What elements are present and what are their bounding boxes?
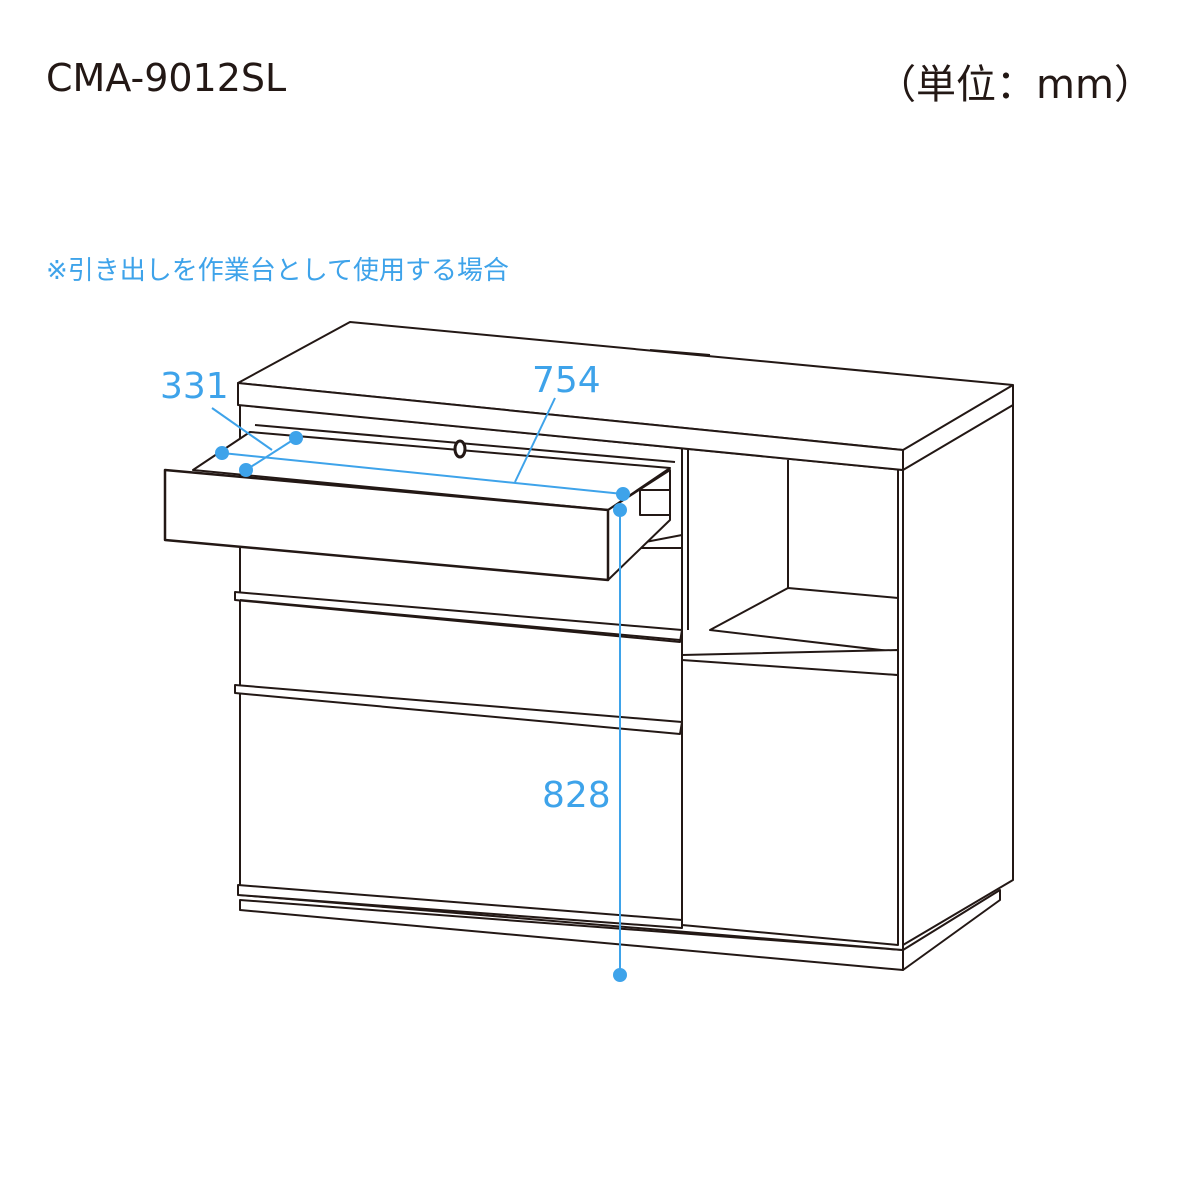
- width-label: 754: [532, 360, 601, 401]
- bottom-edge: [237, 884, 683, 929]
- depth-label: 331: [160, 366, 229, 407]
- height-label: 828: [542, 775, 611, 816]
- model-number: CMA-9012SL: [46, 56, 287, 100]
- pulled-drawer-front: [163, 468, 610, 582]
- usage-note: ※引き出しを作業台として使用する場合: [46, 256, 510, 286]
- right-door: [681, 654, 899, 946]
- top-front-edge: [237, 382, 904, 471]
- depth-dimension-line: [245, 437, 297, 471]
- side-panel: [902, 404, 1014, 946]
- width-dimension-line: [221, 452, 624, 495]
- unit-label: （単位：mm）: [876, 62, 1154, 108]
- width-leader: [514, 397, 556, 483]
- drawer-3: [234, 684, 683, 735]
- depth-leader: [211, 407, 273, 451]
